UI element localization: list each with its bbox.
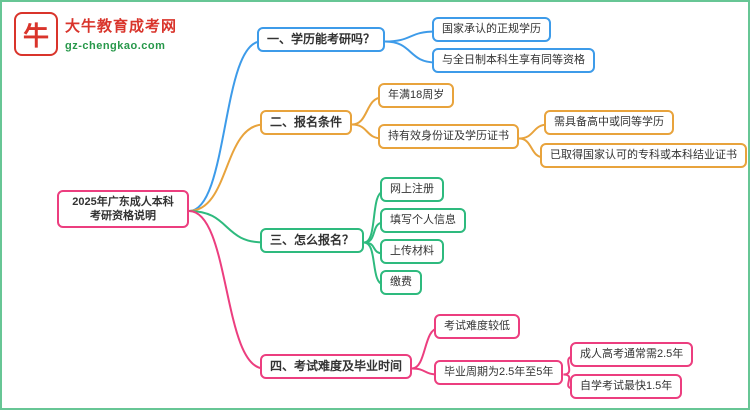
branch-3-child-2: 填写个人信息	[380, 208, 466, 233]
branch-4-child-2: 毕业周期为2.5年至5年	[434, 360, 564, 385]
connector-line	[188, 210, 265, 370]
connector-line	[188, 123, 265, 212]
logo-bull-icon: 牛	[14, 12, 58, 56]
branch-2-grandchild-1: 需具备高中或同等学历	[544, 110, 674, 135]
connector-line	[188, 210, 265, 244]
connector-line	[385, 40, 437, 64]
branch-4-grandchild-1: 成人高考通常需2.5年	[570, 342, 694, 367]
logo-text-block: 大牛教育成考网 gz-chengkao.com	[65, 12, 177, 52]
mindmap-root-node: 2025年广东成人本科考研资格说明	[57, 190, 189, 228]
branch-3-child-1: 网上注册	[380, 177, 444, 202]
logo-title: 大牛教育成考网	[65, 18, 178, 35]
branch-2-child-1: 年满18周岁	[378, 83, 455, 108]
branch-node-3: 三、怎么报名？	[260, 228, 365, 253]
branch-4-child-1: 考试难度较低	[434, 314, 520, 339]
branch-node-1: 一、学历能考研吗？	[257, 27, 386, 52]
branch-2-child-2: 持有效身份证及学历证书	[378, 124, 519, 149]
branch-node-2: 二、报名条件	[260, 110, 353, 135]
branch-2-grandchild-2: 已取得国家认可的专科或本科结业证书	[540, 143, 747, 168]
branch-node-4: 四、考试难度及毕业时间	[260, 354, 413, 379]
site-logo: 牛 大牛教育成考网 gz-chengkao.com	[14, 12, 177, 56]
logo-subtitle: gz-chengkao.com	[65, 40, 166, 52]
branch-4-grandchild-2: 自学考试最快1.5年	[570, 374, 683, 399]
logo-bull-glyph: 牛	[22, 20, 49, 51]
branch-1-child-1: 国家承认的正规学历	[432, 17, 551, 42]
connector-line	[188, 40, 262, 212]
branch-3-child-3: 上传材料	[380, 239, 444, 264]
connector-line	[385, 30, 437, 43]
branch-3-child-4: 缴费	[380, 270, 422, 295]
branch-1-child-2: 与全日制本科生享有同等资格	[432, 48, 595, 73]
